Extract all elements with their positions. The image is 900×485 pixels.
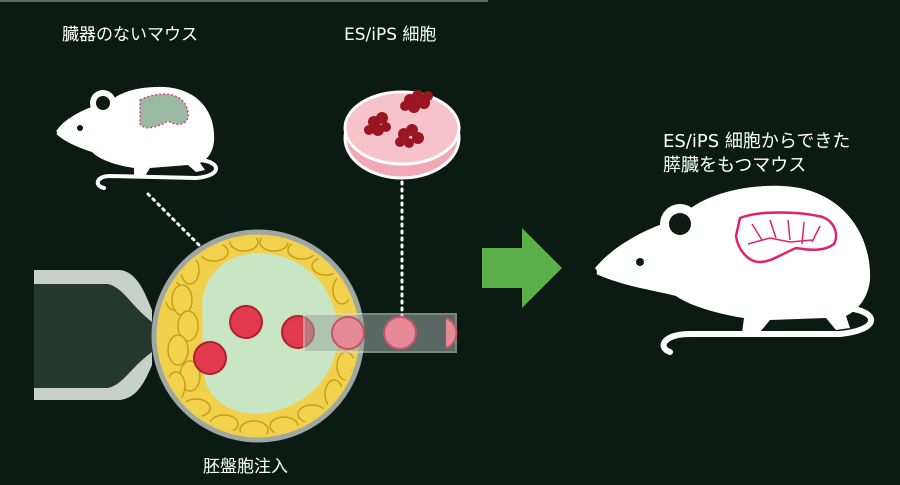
label-es-ips-cells: ES/iPS 細胞 [344,25,437,45]
label-blastocyst-injection: 胚盤胞注入 [203,457,288,477]
left-mouse-icon [51,86,218,190]
injection-needle-icon [303,313,458,353]
petri-dish-icon [343,90,461,180]
right-arrow-icon [482,228,562,308]
holding-pipette-icon [34,270,152,400]
label-result-line1: ES/iPS 細胞からできた [663,131,851,152]
label-mouse-without-organ: 臓器のないマウス [62,25,198,45]
blastocyst [151,229,365,443]
label-result-line2: 膵臓をもつマウス [663,155,807,176]
top-divider [0,0,488,2]
dotted-connector-left [146,192,220,266]
right-mouse-icon [587,185,874,355]
